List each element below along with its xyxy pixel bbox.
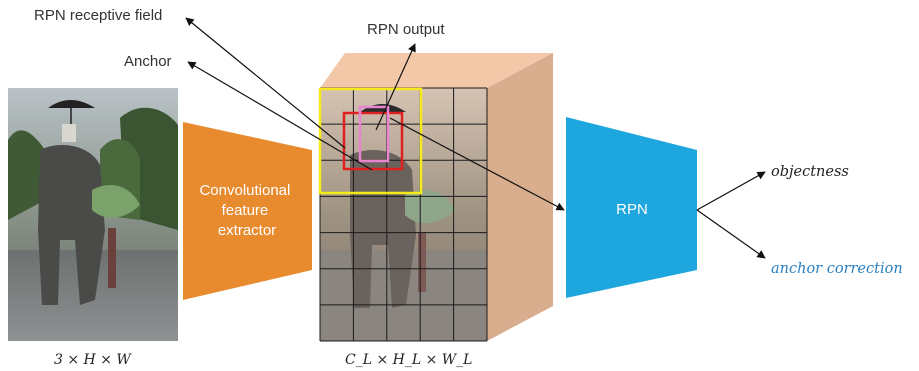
feature-map-cube [319,53,553,342]
feature-to-rpn-arrow [389,117,565,211]
rpn-receptive-field-label: RPN receptive field [34,7,162,24]
rpn-output-box [358,105,390,163]
input-dimensions-label: 3 × H × W [54,352,132,368]
rpn-trapezoid [566,117,697,298]
rpn-block: RPN [566,117,697,298]
input-image [8,88,178,341]
feature-extractor-line-2: feature [222,202,269,219]
anchor-box [342,111,404,171]
receptive-field-pointer-arrow [185,17,346,149]
anchor-pointer-arrow [187,61,373,171]
cube-side-face [487,53,553,341]
anchor-correction-label: anchor correction [771,261,903,277]
cube-grid [319,87,488,342]
rpn-receptive-field-box [318,87,423,195]
objectness-arrow [696,171,766,211]
rpn-output-pointer-arrow [375,43,416,131]
anchor-correction-arrow [696,209,766,259]
feature-extractor-block: Convolutional feature extractor [183,122,312,300]
svg-text:Convolutional feature: Convolutional feature extractor [199,182,294,239]
anchor-label: Anchor [124,53,172,70]
objectness-label: objectness [771,164,849,180]
feature-extractor-trapezoid [183,122,312,300]
feature-extractor-line-3: extractor [218,222,276,239]
cube-top-face [320,53,553,88]
feature-extractor-line-1: Convolutional [199,182,290,199]
rpn-output-label: RPN output [367,21,445,38]
rpn-label: RPN [616,201,648,218]
feature-map-dimensions-label: C_L × H_L × W_L [345,352,472,368]
